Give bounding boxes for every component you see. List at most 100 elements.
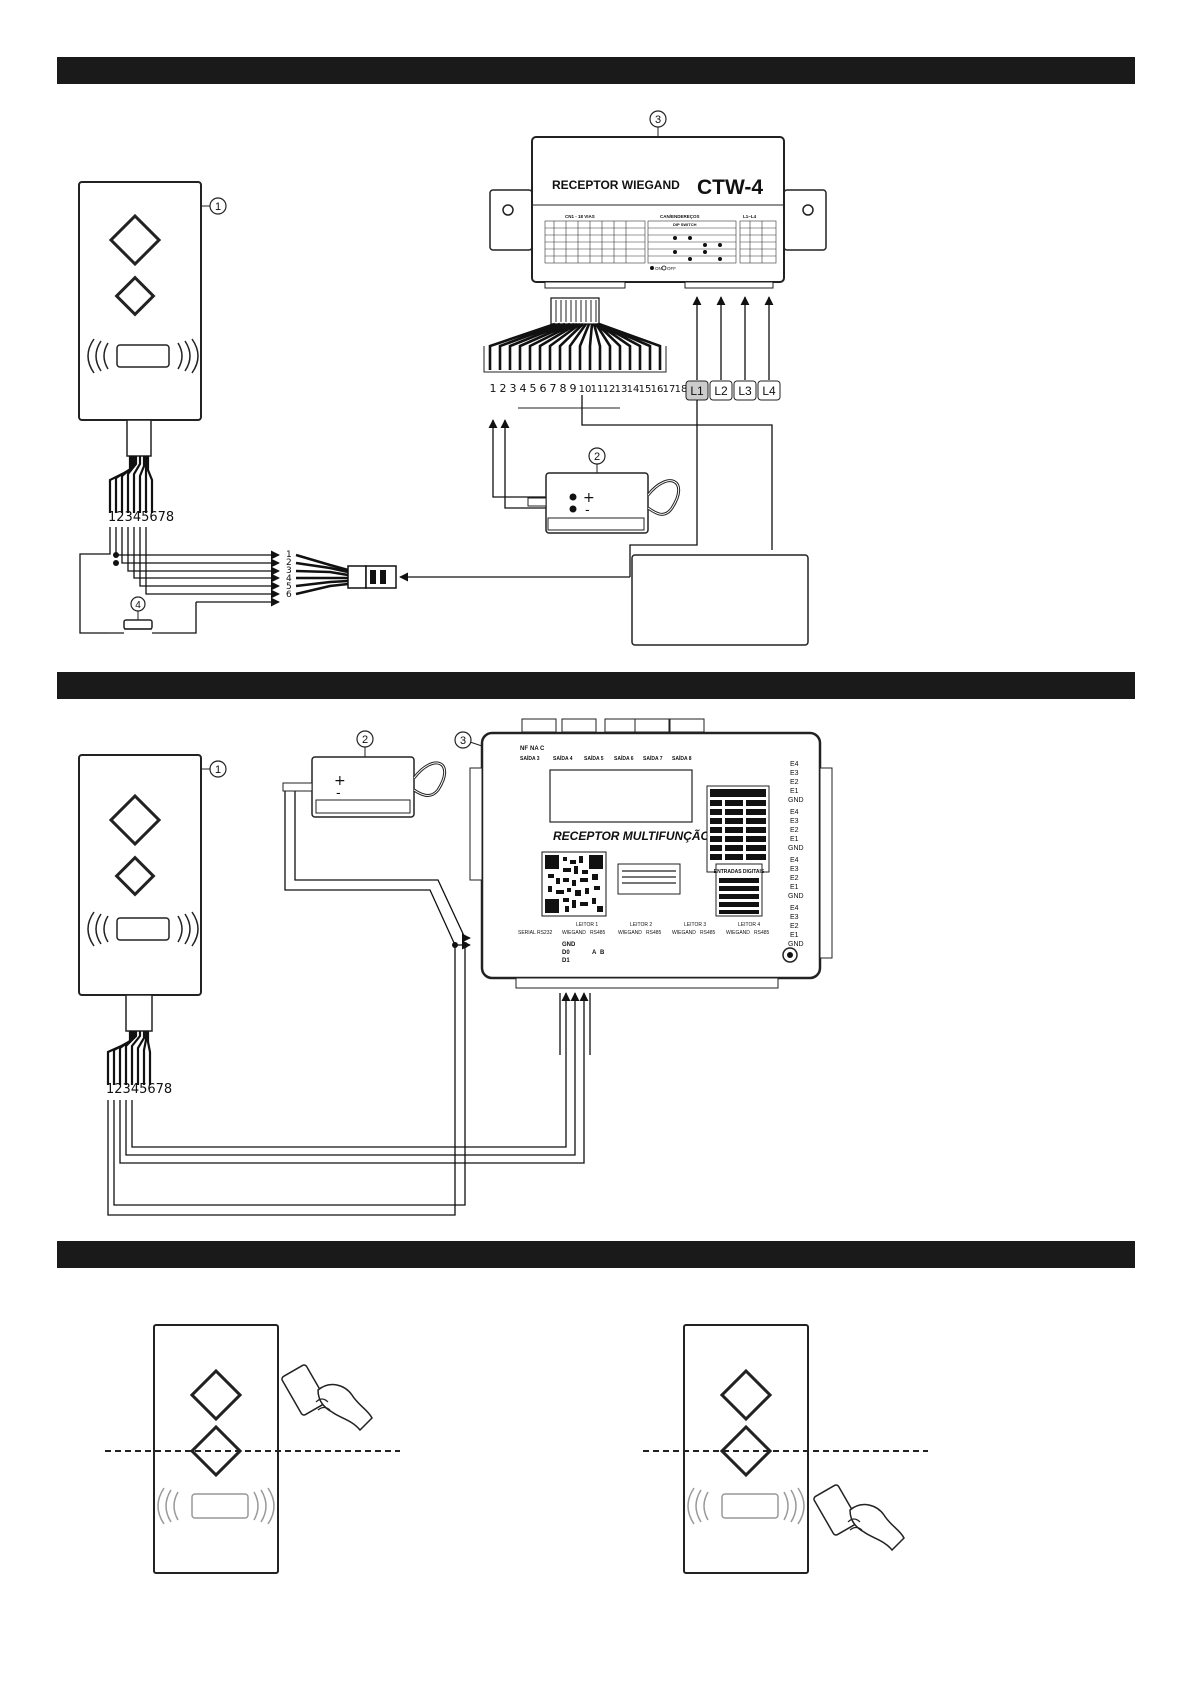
exit-button: 4 (108, 596, 160, 634)
rs485-label-1: RS485 (590, 930, 606, 936)
rs485-label-2: RS485 (646, 930, 662, 936)
wiegand-label-1: WIEGAND (562, 930, 586, 936)
reader-device-4 (683, 1324, 809, 1574)
dip-off-legend: OFF (667, 266, 676, 271)
callout-power-supply-1: 2 (588, 447, 606, 473)
power-supply-2: + - (282, 756, 447, 818)
output-label-6: SAÍDA 6 (614, 754, 634, 762)
side-pin-1: 1 (286, 550, 292, 560)
cn1-pin-12: 12 (603, 384, 616, 395)
ctw4-cn1-label: CN1 - 18 VIAS (565, 214, 595, 219)
callout-number: 3 (460, 735, 466, 747)
reader-wire-numbers-2: 12345678 (106, 1082, 172, 1097)
board-display (549, 769, 693, 823)
input-e2: E2 (790, 923, 799, 930)
input-e2: E2 (790, 827, 799, 834)
cn1-pin-17: 17 (663, 384, 676, 395)
input-e1: E1 (790, 788, 799, 795)
ctw4-dip-label: DIP SWITCH (673, 222, 697, 227)
port-l3: L3 (738, 384, 752, 398)
reader-device-3 (153, 1324, 279, 1574)
input-e1: E1 (790, 836, 799, 843)
port-labels: L1 L2 L3 L4 (685, 296, 781, 401)
term-gnd: GND (562, 942, 576, 948)
lock-device-box (631, 554, 809, 646)
relay-na: NA (530, 746, 539, 752)
input-e3: E3 (790, 770, 799, 777)
psu2-minus: - (336, 786, 341, 801)
reader-device-1 (78, 181, 202, 513)
input-e1: E1 (790, 884, 799, 891)
cn1-pin-11: 11 (591, 384, 604, 395)
qr-code (541, 851, 607, 917)
cn1-pin-16: 16 (651, 384, 664, 395)
dip-on-legend: ON (655, 266, 662, 271)
rs485-label-3: RS485 (700, 930, 716, 936)
board-title: RECEPTOR MULTIFUNÇÃO - 4A (553, 828, 736, 843)
wiegand-label-3: WIEGAND (672, 930, 696, 936)
term-d1: D1 (562, 958, 570, 964)
input-e2: E2 (790, 875, 799, 882)
output-label-5: SAÍDA 5 (584, 754, 604, 762)
section-header-bar-3 (57, 1241, 1135, 1268)
term-a: A (592, 950, 597, 956)
side-pin-5: 5 (286, 582, 292, 592)
output-label-4: SAÍDA 4 (553, 754, 573, 762)
callout-number: 1 (215, 201, 221, 213)
cn1-pin-13: 13 (615, 384, 628, 395)
reader-wire-numbers: 12345678 (108, 510, 174, 525)
cn1-pin-10: 10 (579, 384, 592, 395)
callout-number: 1 (215, 764, 221, 776)
output-label-8: SAÍDA 8 (672, 754, 692, 762)
multifunction-board: SAÍDA 3 SAÍDA 4 SAÍDA 5 SAÍDA 6 SAÍDA 7 … (469, 718, 833, 989)
side-pin-2: 2 (286, 558, 292, 568)
cn1-pin-14: 14 (627, 384, 640, 395)
input-e1: E1 (790, 932, 799, 939)
cn1-pin-1: 1 (490, 382, 497, 395)
callout-reader-1: 1 (201, 197, 227, 215)
cn1-pin-6: 6 (540, 382, 547, 395)
cn1-pin-15: 15 (639, 384, 652, 395)
port-l1: L1 (690, 384, 704, 398)
relay-c: C (540, 746, 545, 752)
relay-nf: NF (520, 746, 528, 752)
ctw4-can-label: CAN/ENDEREÇOS (660, 214, 700, 219)
reader-label-1: LEITOR 1 (576, 922, 598, 928)
psu-minus: - (585, 503, 590, 518)
serial-label: SERIAL RS232 (518, 930, 552, 936)
input-gnd: GND (788, 797, 804, 804)
input-e2: E2 (790, 779, 799, 786)
hand-card-icon (281, 1364, 373, 1432)
reader-label-3: LEITOR 3 (684, 922, 706, 928)
cn1-pin-9: 9 (570, 382, 577, 395)
inputs-title: ENTRADAS DIGITAIS (714, 869, 765, 875)
output-label-7: SAÍDA 7 (643, 754, 663, 762)
input-gnd: GND (788, 845, 804, 852)
psu-plus: + (583, 490, 595, 506)
input-e3: E3 (790, 818, 799, 825)
input-e3: E3 (790, 914, 799, 921)
ctw4-model: CTW-4 (697, 176, 763, 199)
psu2-plus: + (334, 773, 346, 789)
callout-receiver-1: 3 (649, 110, 667, 137)
input-e4: E4 (790, 857, 799, 864)
reader-label-4: LEITOR 4 (738, 922, 760, 928)
section-header-bar-1 (57, 57, 1135, 84)
cn1-pin-3: 3 (510, 382, 517, 395)
cn1-pin-8: 8 (560, 382, 567, 395)
input-e4: E4 (790, 809, 799, 816)
input-gnd: GND (788, 941, 804, 948)
cn1-pin-18: 18 (675, 384, 688, 395)
port-l4: L4 (762, 384, 776, 398)
ctw4-receiver: RECEPTOR WIEGAND CTW-4 CN1 - 18 VIAS CAN… (489, 136, 827, 289)
callout-number: 3 (655, 114, 661, 126)
wiegand-label-2: WIEGAND (618, 930, 642, 936)
output-label-3: SAÍDA 3 (520, 754, 540, 762)
port-l2: L2 (714, 384, 728, 398)
rs485-label-4: RS485 (754, 930, 770, 936)
wiegand-label-4: WIEGAND (726, 930, 750, 936)
callout-number: 4 (135, 600, 141, 611)
callout-power-supply-2: 2 (356, 730, 374, 757)
callout-number: 2 (594, 451, 600, 463)
cn1-pin-5: 5 (530, 382, 537, 395)
